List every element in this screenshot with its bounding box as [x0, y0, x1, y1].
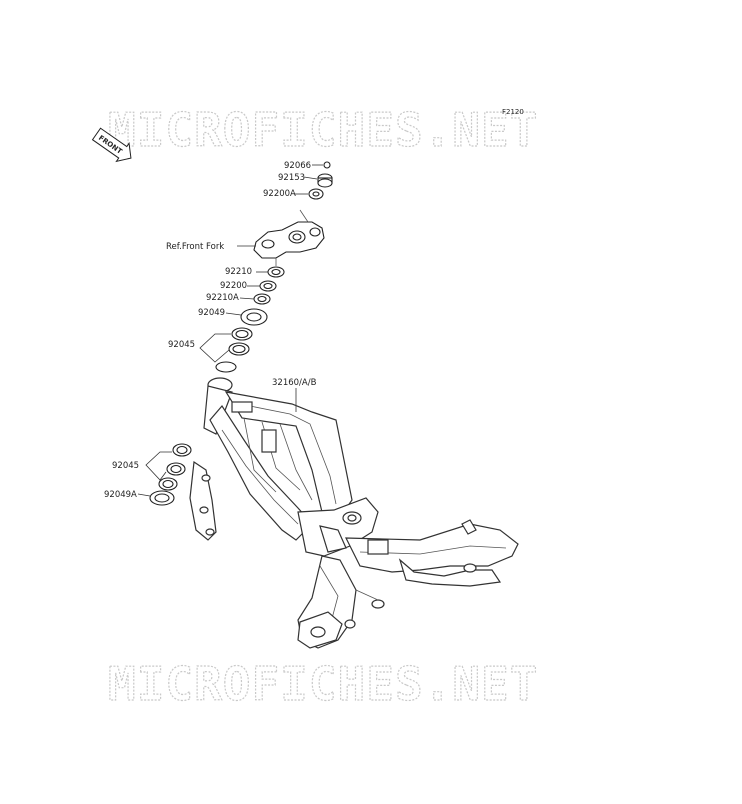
label-ref-front-fork: Ref.Front Fork	[166, 242, 224, 252]
label-92210: 92210	[225, 267, 252, 277]
part-92045-upper-bearings	[228, 327, 253, 356]
part-92045-lower-bearings	[166, 443, 192, 476]
label-92153: 92153	[278, 173, 305, 183]
label-92045-top: 92045	[168, 340, 195, 350]
label-92200A: 92200A	[263, 189, 296, 199]
main-frame	[189, 377, 519, 649]
watermark-top: MICROFICHES.NET	[108, 103, 538, 157]
label-92045-bottom: 92045	[112, 461, 139, 471]
watermark-bottom: MICROFICHES.NET	[108, 657, 538, 711]
part-92153-bolt	[317, 173, 333, 188]
part-upper-bracket	[253, 209, 325, 259]
part-92049-seal	[240, 308, 268, 326]
label-92049: 92049	[198, 308, 225, 318]
part-head-ring	[215, 361, 237, 373]
part-92049A-seal	[149, 477, 178, 506]
part-92066-nut	[323, 161, 331, 169]
part-92210A-nut	[253, 293, 271, 305]
part-92200-washer	[259, 280, 277, 292]
label-92049A: 92049A	[104, 490, 137, 500]
label-32160: 32160/A/B	[272, 378, 317, 388]
label-92066: 92066	[284, 161, 311, 171]
figure-code: F2120	[502, 108, 524, 116]
label-92210A: 92210A	[206, 293, 239, 303]
label-92200: 92200	[220, 281, 247, 291]
part-92210-nut	[267, 266, 285, 278]
part-92200A-washer	[308, 188, 324, 200]
